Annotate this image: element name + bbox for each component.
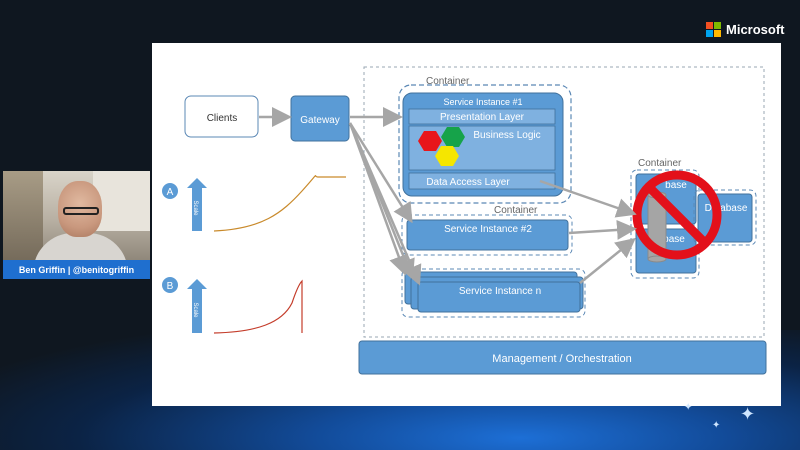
brand-name: Microsoft: [726, 22, 785, 37]
db-label-1: base: [665, 180, 687, 191]
db-box-2: [697, 193, 753, 243]
container-second-outline: [401, 214, 573, 256]
data-access-layer-label: Data Access Layer: [426, 177, 510, 188]
sparkle-icon: ✦: [712, 420, 721, 431]
service-instance-n-box: [417, 281, 581, 313]
business-logic-label: Business Logic: [473, 130, 540, 141]
data-access-layer-box: [408, 172, 556, 190]
arrow-servicen-database: [579, 237, 636, 284]
hexagon-yellow: [435, 146, 459, 166]
logo-square-yellow: [714, 30, 721, 37]
presentation-slide: Container Service Instance #1 Presentati…: [152, 43, 781, 406]
arrow-gateway-service2: [348, 122, 413, 224]
logo-square-green: [714, 22, 721, 29]
microsoft-logo-icon: [706, 22, 721, 37]
marker-b-label: B: [167, 281, 174, 292]
background-wall: [93, 171, 150, 231]
scale-label-b: Scale: [192, 302, 198, 318]
scale-arrow-b-icon: [187, 279, 207, 333]
outer-container-dashed: [363, 66, 765, 338]
db-label-2: Database: [705, 203, 748, 214]
gateway-label: Gateway: [300, 115, 339, 126]
service-instance-n-label: Service Instance n: [459, 286, 541, 297]
logo-square-red: [706, 22, 713, 29]
microsoft-logo: Microsoft: [706, 22, 785, 37]
container-second-label: Container: [494, 205, 538, 216]
container-db-label: Container: [638, 158, 682, 169]
container-main-outline: [398, 84, 572, 204]
sparkle-icon: ✦: [684, 402, 693, 413]
marker-a-label: A: [167, 187, 174, 198]
hexagon-green: [441, 127, 465, 147]
growth-curve-a: [213, 175, 346, 232]
service-instance-2-box: [406, 219, 569, 251]
logo-square-blue: [706, 30, 713, 37]
speaker-caption: Ben Griffin | @benitogriffin: [3, 260, 150, 279]
management-orchestration-bar: [358, 340, 767, 375]
arrow-dal-database: [539, 179, 637, 218]
arrow-service2-database: [568, 219, 637, 240]
service-instance-2-label: Service Instance #2: [444, 224, 532, 235]
arrow-gateway-servicen-3: [348, 122, 422, 286]
container-main-label: Container: [426, 76, 470, 87]
marker-a-circle: [162, 183, 178, 199]
hexagon-red: [418, 131, 442, 151]
service-instance-1-title: Service Instance #1: [443, 97, 522, 107]
service-n-stack-outline: [401, 268, 586, 318]
architecture-diagram: Container Service Instance #1 Presentati…: [162, 66, 767, 375]
management-orchestration-label: Management / Orchestration: [492, 353, 631, 365]
glasses-icon: [63, 207, 99, 215]
presentation-layer-box: [408, 108, 556, 125]
db-label-3: base: [663, 234, 685, 245]
scale-label-a: Scale: [192, 200, 198, 216]
prohibited-sign-icon: [632, 170, 722, 260]
growth-curve-b: [213, 279, 303, 334]
presentation-layer-label: Presentation Layer: [440, 112, 525, 123]
db-container-2-outline: [693, 189, 757, 246]
sparkle-icon: ✦: [740, 404, 756, 424]
marker-b-circle: [162, 277, 178, 293]
flow-arrows: [259, 107, 637, 286]
scale-arrow-a-icon: [187, 178, 207, 231]
clients-label: Clients: [207, 113, 238, 124]
clients-box: [184, 95, 259, 138]
